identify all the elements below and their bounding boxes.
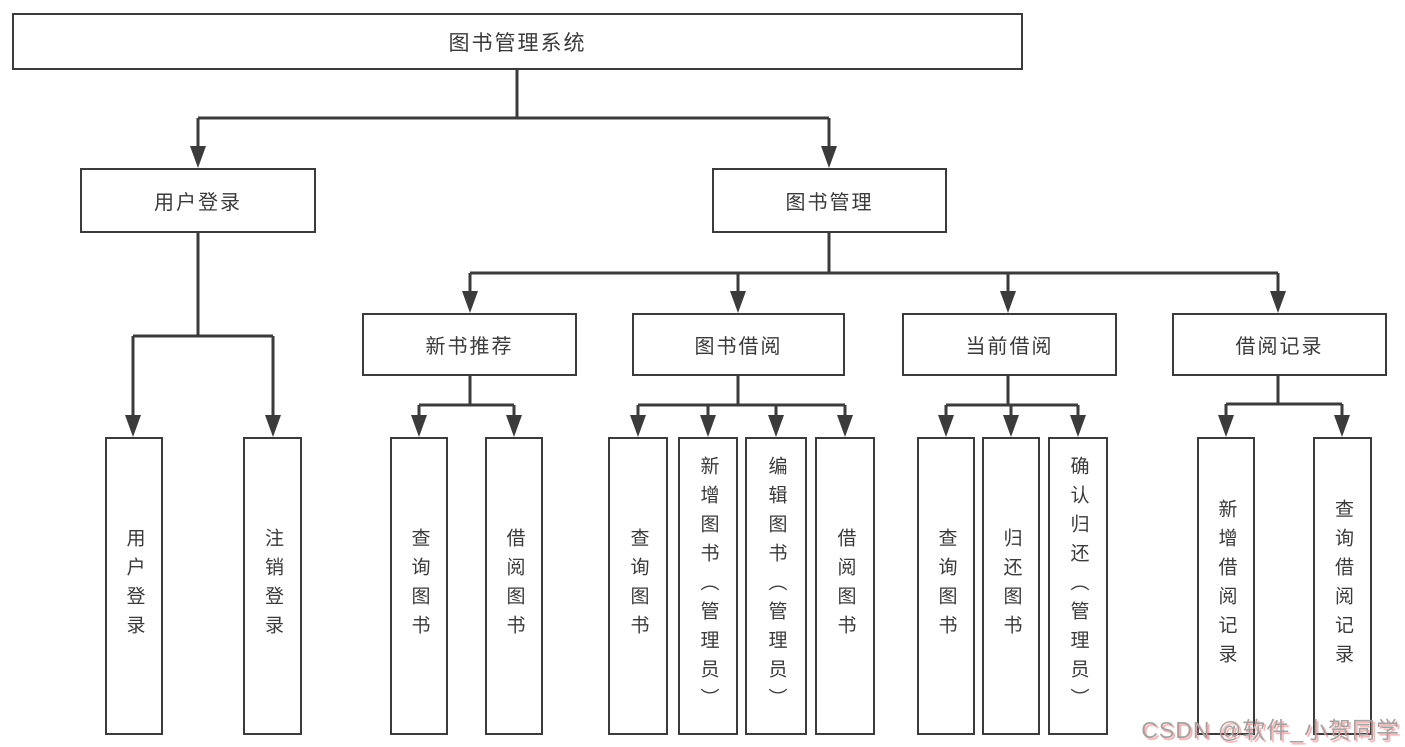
leaf-borrowing-query-books: 查询图书	[608, 437, 668, 735]
connector-paths	[131, 70, 1344, 419]
arrow-down-icon	[125, 415, 141, 437]
arrow-down-icon	[821, 146, 837, 168]
arrow-down-icon	[630, 415, 646, 437]
node-library-management-system: 图书管理系统	[12, 13, 1023, 70]
arrow-down-icon	[938, 415, 954, 437]
arrow-down-icon	[506, 415, 522, 437]
leaf-add-borrow-record: 新增借阅记录	[1197, 437, 1255, 735]
node-book-management: 图书管理	[712, 168, 947, 233]
leaf-borrow-books: 借阅图书	[815, 437, 875, 735]
arrow-down-icon	[190, 146, 206, 168]
arrow-down-icon	[411, 415, 427, 437]
leaf-return-books: 归还图书	[982, 437, 1040, 735]
arrow-down-icon	[700, 415, 716, 437]
node-book-borrowing: 图书借阅	[632, 313, 845, 376]
node-new-book-recommend: 新书推荐	[362, 313, 577, 376]
arrowheads	[125, 146, 1350, 437]
arrow-down-icon	[265, 415, 281, 437]
arrow-down-icon	[1070, 415, 1086, 437]
arrow-down-icon	[768, 415, 784, 437]
leaf-confirm-return-admin: 确认归还（管理员）	[1048, 437, 1108, 735]
arrow-down-icon	[1334, 415, 1350, 437]
arrow-down-icon	[1270, 291, 1286, 313]
leaf-logout: 注销登录	[243, 437, 302, 735]
arrow-down-icon	[837, 415, 853, 437]
leaf-user-login: 用户登录	[105, 437, 163, 735]
leaf-recommend-borrow-books: 借阅图书	[485, 437, 543, 735]
node-user-login: 用户登录	[80, 168, 316, 233]
leaf-current-query-books: 查询图书	[917, 437, 975, 735]
arrow-down-icon	[1218, 415, 1234, 437]
leaf-add-books-admin: 新增图书（管理员）	[678, 437, 738, 735]
leaf-recommend-query-books: 查询图书	[390, 437, 448, 735]
arrow-down-icon	[730, 291, 746, 313]
arrow-down-icon	[462, 291, 478, 313]
arrow-down-icon	[1003, 415, 1019, 437]
arrow-down-icon	[1000, 291, 1016, 313]
node-current-borrowing: 当前借阅	[902, 313, 1117, 376]
node-borrowing-records: 借阅记录	[1172, 313, 1387, 376]
leaf-query-borrow-record: 查询借阅记录	[1313, 437, 1372, 735]
leaf-edit-books-admin: 编辑图书（管理员）	[745, 437, 807, 735]
